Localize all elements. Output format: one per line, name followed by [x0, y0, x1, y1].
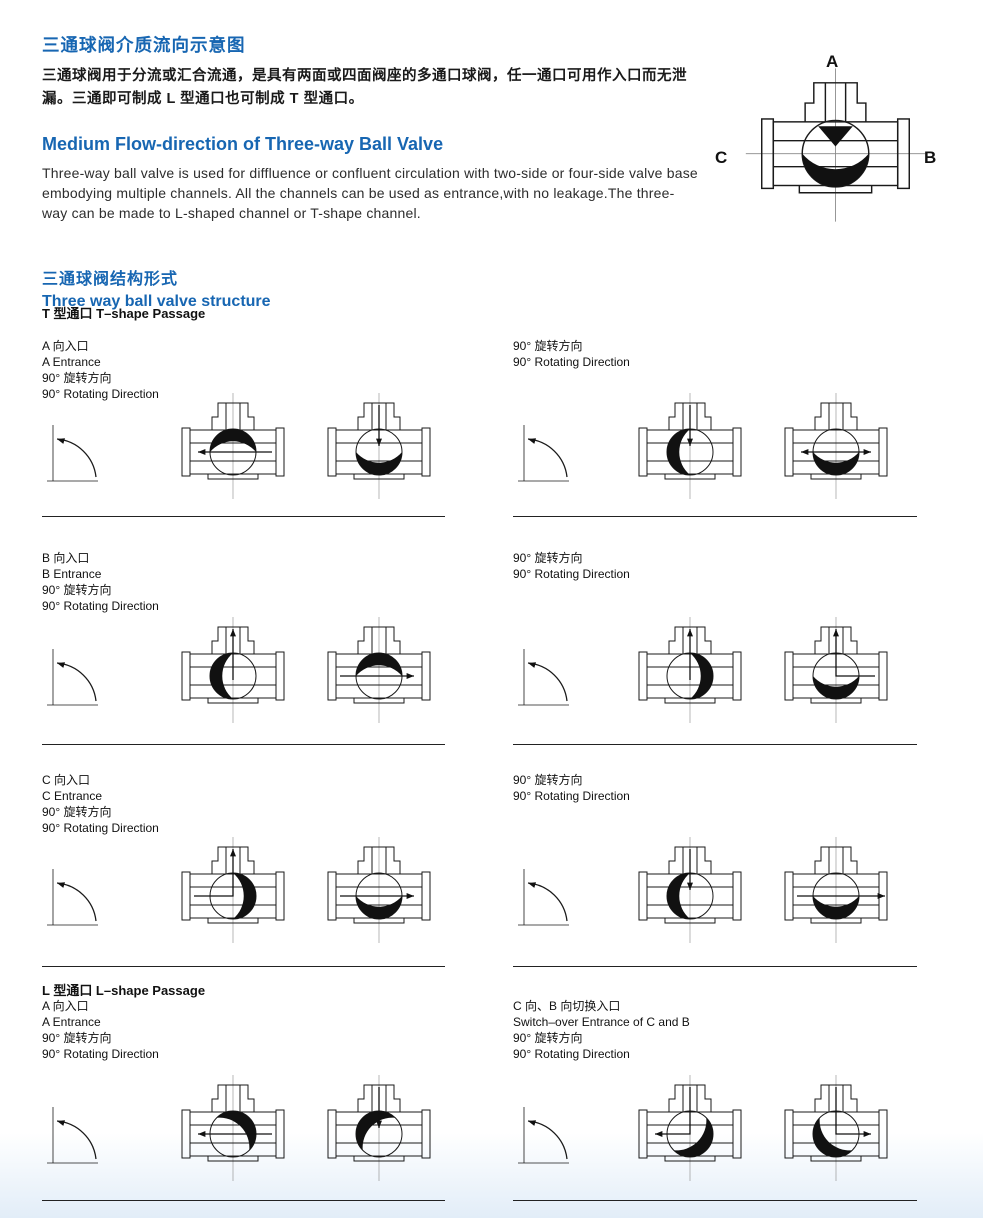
label-line: 90° 旋转方向	[513, 1031, 583, 1046]
label-line: Switch–over Entrance of C and B	[513, 1015, 690, 1030]
rotation-arc-icon	[515, 643, 573, 714]
diagram-group-t-a-rotation: 90° 旋转方向 90° Rotating Direction	[513, 338, 917, 517]
valve-diagram	[314, 390, 444, 502]
label-line: 90° Rotating Direction	[513, 567, 630, 582]
label-line: C 向、B 向切换入口	[513, 999, 621, 1013]
valve-diagram	[168, 614, 298, 726]
rotation-arc-icon	[515, 1101, 573, 1172]
label-line: 90° 旋转方向	[513, 339, 583, 353]
diagram-row	[42, 1072, 444, 1184]
page-title-en: Medium Flow-direction of Three-way Ball …	[42, 133, 444, 154]
l-passage-label: L 型通口 L–shape Passage	[42, 983, 206, 998]
label-line: 90° 旋转方向	[42, 583, 112, 598]
valve-diagram	[625, 614, 755, 726]
label-line: 90° Rotating Direction	[42, 387, 159, 402]
diagram-row	[513, 1072, 901, 1184]
valve-diagram	[168, 390, 298, 502]
diagram-group-labels: 90° 旋转方向 90° Rotating Direction	[513, 338, 917, 370]
divider	[42, 744, 445, 745]
section-title-zh: 三通球阀结构形式	[42, 271, 179, 289]
label-line: A 向入口	[42, 999, 89, 1013]
valve-diagram	[625, 390, 755, 502]
port-label-b: B	[924, 148, 937, 167]
label-line: C Entrance	[42, 789, 103, 804]
label-line: 90° 旋转方向	[513, 551, 583, 565]
rotation-arc-icon	[44, 863, 102, 934]
diagram-row	[42, 614, 444, 726]
diagram-row	[513, 834, 901, 946]
label-line: A 向入口	[42, 339, 89, 353]
diagram-group-labels: B 向入口 B Entrance 90° 旋转方向 90° Rotating D…	[42, 550, 445, 614]
label-line: B 向入口	[42, 551, 90, 565]
diagram-group-t-b: B 向入口 B Entrance 90° 旋转方向 90° Rotating D…	[42, 550, 445, 745]
page-title-zh: 三通球阀介质流向示意图	[42, 34, 246, 55]
rotation-arc-icon	[44, 419, 102, 490]
diagram-group-l-a: A 向入口 A Entrance 90° 旋转方向 90° Rotating D…	[42, 998, 445, 1201]
diagram-group-l-switch: C 向、B 向切换入口 Switch–over Entrance of C an…	[513, 998, 917, 1201]
section-title-en: Three way ball valve structure	[42, 293, 271, 310]
label-line: 90° 旋转方向	[513, 773, 583, 787]
divider	[513, 1200, 917, 1201]
diagram-group-labels: C 向入口 C Entrance 90° 旋转方向 90° Rotating D…	[42, 772, 445, 836]
port-label-a: A	[826, 52, 839, 71]
label-line: 90° Rotating Direction	[513, 789, 630, 804]
label-line: 90° Rotating Direction	[513, 1047, 630, 1062]
diagram-group-t-c: C 向入口 C Entrance 90° 旋转方向 90° Rotating D…	[42, 772, 445, 967]
valve-diagram	[771, 1072, 901, 1184]
diagram-group-labels: 90° 旋转方向 90° Rotating Direction	[513, 550, 917, 582]
diagram-row	[42, 390, 444, 502]
divider	[513, 966, 917, 967]
label-line: A Entrance	[42, 355, 101, 370]
label-line: C 向入口	[42, 773, 91, 787]
rotation-arc-icon	[515, 419, 573, 490]
label-line: 90° 旋转方向	[42, 371, 112, 386]
rotation-arc-icon	[44, 1101, 102, 1172]
valve-diagram	[168, 834, 298, 946]
valve-diagram	[771, 834, 901, 946]
rotation-arc-icon	[515, 863, 573, 934]
intro-paragraph-en: Three-way ball valve is used for difflue…	[42, 165, 698, 222]
label-line: 90° Rotating Direction	[42, 599, 159, 614]
divider	[513, 516, 917, 517]
diagram-group-t-a: A 向入口 A Entrance 90° 旋转方向 90° Rotating D…	[42, 338, 445, 517]
valve-diagram	[625, 1072, 755, 1184]
label-line: 90° Rotating Direction	[513, 355, 630, 370]
valve-diagram	[625, 834, 755, 946]
valve-diagram	[168, 1072, 298, 1184]
valve-diagram	[771, 614, 901, 726]
valve-diagram	[314, 614, 444, 726]
label-line: B Entrance	[42, 567, 102, 582]
diagram-row	[42, 834, 444, 946]
diagram-group-labels: A 向入口 A Entrance 90° 旋转方向 90° Rotating D…	[42, 338, 445, 402]
label-line: 90° 旋转方向	[42, 1031, 112, 1046]
divider	[42, 516, 445, 517]
diagram-group-t-b-rotation: 90° 旋转方向 90° Rotating Direction	[513, 550, 917, 745]
diagram-group-labels: A 向入口 A Entrance 90° 旋转方向 90° Rotating D…	[42, 998, 445, 1062]
diagram-row	[513, 614, 901, 726]
rotation-arc-icon	[44, 643, 102, 714]
label-line: 90° Rotating Direction	[42, 1047, 159, 1062]
intro-paragraph-zh: 三通球阀用于分流或汇合流通，是具有两面或四面阀座的多通口球阀，任一通口可用作入口…	[42, 67, 687, 107]
valve-diagram	[314, 834, 444, 946]
port-label-c: C	[715, 148, 728, 167]
t-passage-label: T 型通口 T–shape Passage	[42, 306, 206, 321]
diagram-group-t-c-rotation: 90° 旋转方向 90° Rotating Direction	[513, 772, 917, 967]
label-line: 90° Rotating Direction	[42, 821, 159, 836]
valve-diagram	[314, 1072, 444, 1184]
label-line: A Entrance	[42, 1015, 101, 1030]
divider	[42, 1200, 445, 1201]
label-line: 90° 旋转方向	[42, 805, 112, 820]
divider	[513, 744, 917, 745]
diagram-row	[513, 390, 901, 502]
overview-valve-diagram	[741, 64, 930, 226]
divider	[42, 966, 445, 967]
diagram-group-labels: C 向、B 向切换入口 Switch–over Entrance of C an…	[513, 998, 917, 1062]
valve-diagram	[771, 390, 901, 502]
diagram-group-labels: 90° 旋转方向 90° Rotating Direction	[513, 772, 917, 804]
